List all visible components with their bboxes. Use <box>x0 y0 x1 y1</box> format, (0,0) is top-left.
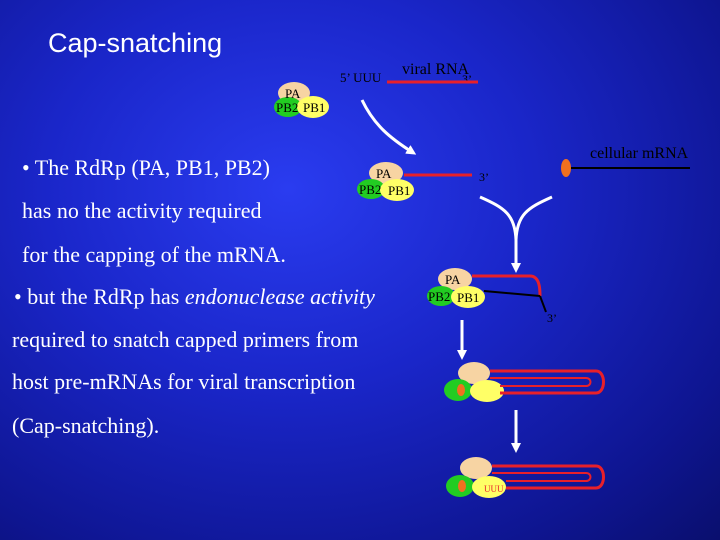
arrow-merge-left <box>479 195 518 241</box>
pb1-label-middle: PB1 <box>388 183 410 198</box>
bullet-endonuclease-prefix: • but the RdRp has <box>14 284 185 309</box>
uuu-small-label: UUU <box>484 484 504 494</box>
pb2-label-middle: PB2 <box>359 182 381 197</box>
pb2-label: PB2 <box>276 100 298 115</box>
bullet-rdrp-line2: has no the activity required <box>22 198 262 223</box>
bullet-rdrp-line3: for the capping of the mRNA. <box>22 242 286 267</box>
rdrp-complex-final: UUU <box>446 457 605 498</box>
pb2-label-lower: PB2 <box>428 289 450 304</box>
bullet-endonuclease-line3: host pre-mRNAs for viral transcription <box>12 369 356 394</box>
pa-label-lower: PA <box>445 272 461 287</box>
viral-three-prime-label: 3’ <box>462 72 472 86</box>
pb2-subunit <box>274 97 302 117</box>
pb1-subunit-lower <box>451 286 485 308</box>
cellular-mrna-lower <box>483 290 541 297</box>
pa-label-middle: PA <box>376 166 392 181</box>
bullet-endonuclease-line1: • but the RdRp has endonuclease activity <box>14 284 375 310</box>
pb1-label-lower: PB1 <box>457 290 479 305</box>
viral-rna-label: viral RNA <box>402 61 470 78</box>
arrow-viral-rna-binding <box>360 99 417 155</box>
bullet-endonuclease-line4: (Cap-snatching). <box>12 413 160 438</box>
pb2-subunit-lower <box>427 286 455 306</box>
rdrp-complex-lower: PA PB2 PB1 <box>427 268 485 308</box>
pa-subunit-primer <box>458 362 490 384</box>
viral-three-prime-middle: 3’ <box>479 170 489 184</box>
viral-rna-loop <box>490 369 605 395</box>
pb1-subunit-primer <box>470 380 504 402</box>
pa-subunit-lower <box>438 268 472 290</box>
cap-icon <box>561 159 571 177</box>
bullet-rdrp-line1: • The RdRp (PA, PB1, PB2) <box>22 155 270 180</box>
pa-subunit-final <box>460 457 492 479</box>
viral-rna-final-loop <box>492 464 605 490</box>
pb1-label: PB1 <box>303 100 325 115</box>
rdrp-complex-primer <box>444 362 605 402</box>
viral-rna-loop-inner <box>490 377 592 387</box>
rdrp-complex-top: PA PB2 PB1 <box>274 82 329 118</box>
bullet-endonuclease-line2: required to snatch capped primers from <box>12 327 359 352</box>
pa-subunit-middle <box>369 162 403 184</box>
cap-icon-primer <box>457 384 465 396</box>
slide-title: Cap-snatching <box>48 28 223 58</box>
rdrp-complex-middle: PA PB2 PB1 <box>357 162 414 201</box>
viral-rna-lower <box>472 274 542 297</box>
five-prime-uuu-label: 5’ UUU <box>340 70 382 85</box>
pb1-subunit-final <box>472 476 506 498</box>
arrow-merge-right <box>514 195 553 241</box>
pb1-subunit <box>297 96 329 118</box>
cap-icon-final <box>458 480 466 492</box>
cellular-mrna-label: cellular mRNA <box>590 145 689 162</box>
pb1-subunit-middle <box>380 179 414 201</box>
pb2-subunit-middle <box>357 179 385 199</box>
cellular-mrna-tail <box>539 295 547 313</box>
pa-label: PA <box>285 86 301 101</box>
cellular-three-prime-lower: 3’ <box>547 311 557 325</box>
viral-rna-final-inner <box>492 472 592 482</box>
endonuclease-emphasis: endonuclease activity <box>184 284 375 309</box>
